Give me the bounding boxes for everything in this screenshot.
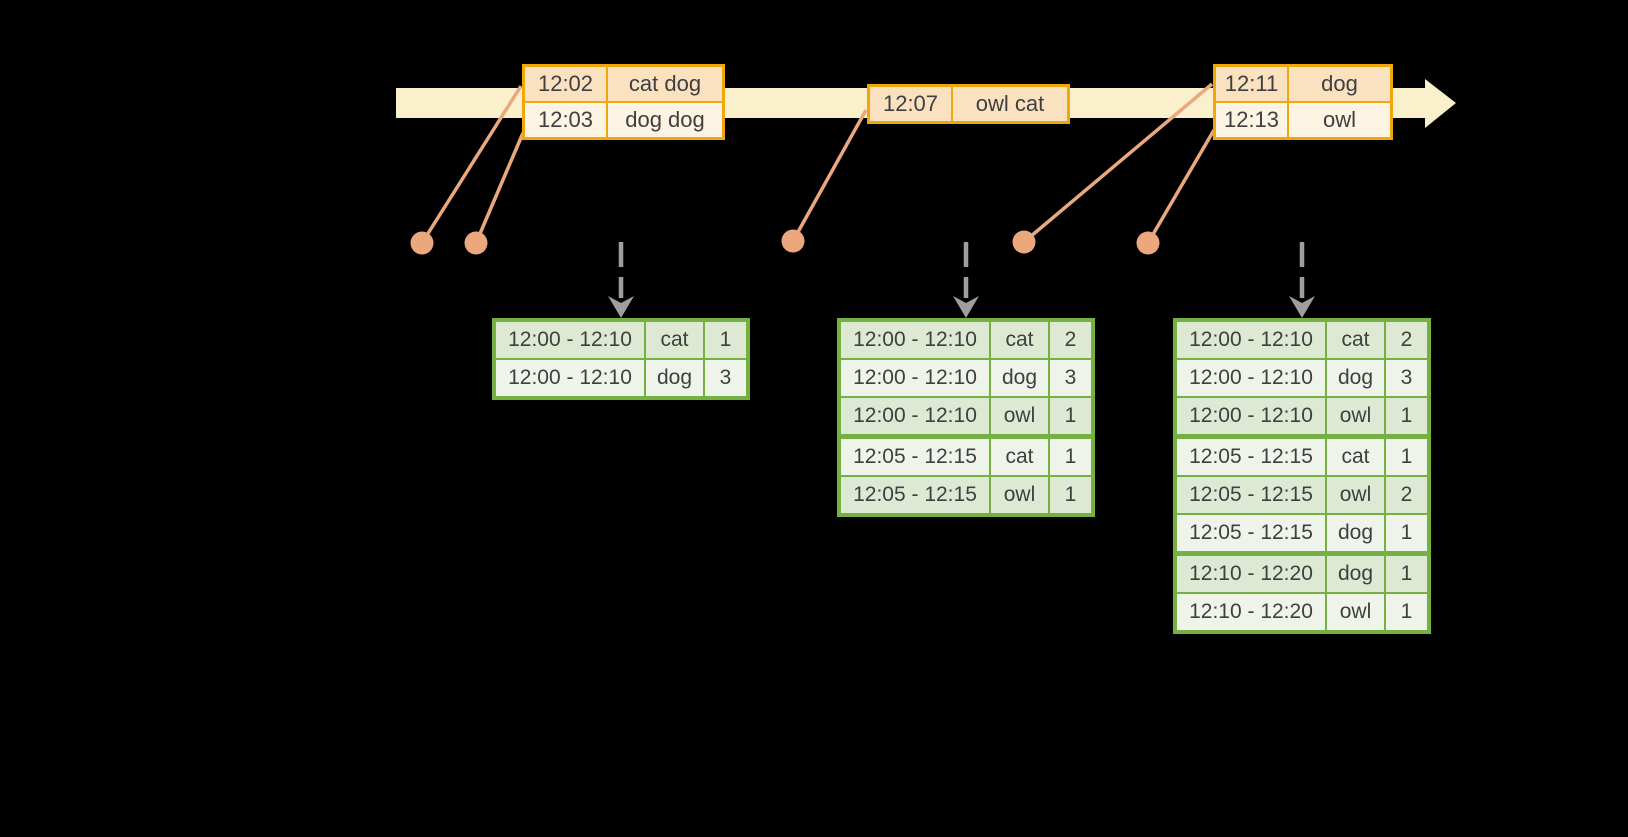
event-dot-icon [410, 231, 434, 255]
event-words-cell: dog [1287, 64, 1393, 103]
down-arrow-icon [953, 296, 979, 318]
count-cell: 1 [1384, 552, 1430, 594]
count-cell: 3 [703, 358, 749, 399]
window-cell: 12:05 - 12:15 [1174, 513, 1327, 556]
count-cell: 3 [1384, 358, 1430, 398]
event-words-cell: owl [1287, 101, 1393, 140]
count-cell: 1 [1048, 475, 1094, 516]
table-row: 12:05 - 12:15 cat 1 [838, 435, 1094, 477]
table-row: 12:00 - 12:10 cat 2 [838, 319, 1094, 360]
count-cell: 1 [1048, 435, 1094, 477]
result-table-1: 12:00 - 12:10 cat 1 12:00 - 12:10 dog 3 [492, 318, 750, 400]
count-cell: 1 [703, 319, 749, 360]
count-cell: 1 [1384, 592, 1430, 633]
count-cell: 2 [1384, 475, 1430, 515]
event-connector-line [791, 109, 868, 242]
window-cell: 12:00 - 12:10 [838, 358, 991, 398]
count-cell: 3 [1048, 358, 1094, 398]
event-time-cell: 12:13 [1213, 101, 1289, 140]
down-arrow-icon [1289, 296, 1315, 318]
timeline-arrow-head-icon [1425, 79, 1456, 128]
count-cell: 1 [1048, 396, 1094, 439]
table-row: 12:00 - 12:10 dog 3 [1174, 358, 1430, 398]
table-row: 12:02 cat dog [522, 64, 725, 103]
table-row: 12:05 - 12:15 cat 1 [1174, 435, 1430, 477]
window-cell: 12:05 - 12:15 [838, 475, 991, 516]
word-cell: owl [1325, 396, 1386, 439]
count-cell: 2 [1048, 319, 1094, 360]
table-row: 12:00 - 12:10 cat 2 [1174, 319, 1430, 360]
table-row: 12:07 owl cat [867, 84, 1070, 124]
event-dot-icon [781, 229, 805, 253]
event-time-cell: 12:07 [867, 84, 953, 124]
table-row: 12:10 - 12:20 dog 1 [1174, 552, 1430, 594]
down-arrow-icon [608, 296, 634, 318]
word-cell: dog [1325, 513, 1386, 556]
table-row: 12:05 - 12:15 owl 2 [1174, 475, 1430, 515]
word-cell: dog [1325, 358, 1386, 398]
event-connector-line [474, 132, 525, 244]
window-cell: 12:10 - 12:20 [1174, 592, 1327, 633]
table-row: 12:00 - 12:10 owl 1 [838, 396, 1094, 439]
event-table-1: 12:02 cat dog 12:03 dog dog [522, 64, 725, 140]
table-row: 12:13 owl [1213, 101, 1393, 140]
window-cell: 12:00 - 12:10 [1174, 358, 1327, 398]
event-words-cell: owl cat [951, 84, 1070, 124]
count-cell: 2 [1384, 319, 1430, 360]
result-table-2: 12:00 - 12:10 cat 2 12:00 - 12:10 dog 3 … [837, 318, 1095, 517]
table-row: 12:00 - 12:10 dog 3 [493, 358, 749, 399]
word-cell: cat [1325, 435, 1386, 477]
event-words-cell: dog dog [606, 101, 725, 140]
word-cell: owl [1325, 475, 1386, 515]
word-cell: dog [644, 358, 705, 399]
table-row: 12:03 dog dog [522, 101, 725, 140]
event-time-cell: 12:11 [1213, 64, 1289, 103]
window-cell: 12:00 - 12:10 [838, 319, 991, 360]
event-time-cell: 12:03 [522, 101, 608, 140]
event-connector-line [1022, 82, 1214, 244]
word-cell: cat [989, 319, 1050, 360]
table-row: 12:10 - 12:20 owl 1 [1174, 592, 1430, 633]
table-row: 12:00 - 12:10 dog 3 [838, 358, 1094, 398]
event-time-cell: 12:02 [522, 64, 608, 103]
word-cell: cat [1325, 319, 1386, 360]
table-row: 12:05 - 12:15 owl 1 [838, 475, 1094, 516]
window-cell: 12:05 - 12:15 [1174, 435, 1327, 477]
count-cell: 1 [1384, 513, 1430, 556]
window-cell: 12:05 - 12:15 [1174, 475, 1327, 515]
word-cell: owl [1325, 592, 1386, 633]
window-cell: 12:10 - 12:20 [1174, 552, 1327, 594]
word-cell: owl [989, 396, 1050, 439]
word-cell: owl [989, 475, 1050, 516]
count-cell: 1 [1384, 396, 1430, 439]
window-cell: 12:00 - 12:10 [838, 396, 991, 439]
event-table-3: 12:11 dog 12:13 owl [1213, 64, 1393, 140]
result-table-3: 12:00 - 12:10 cat 2 12:00 - 12:10 dog 3 … [1173, 318, 1431, 634]
event-words-cell: cat dog [606, 64, 725, 103]
event-dot-icon [1136, 231, 1160, 255]
event-dot-icon [1012, 230, 1036, 254]
window-cell: 12:00 - 12:10 [493, 358, 646, 399]
table-row: 12:05 - 12:15 dog 1 [1174, 513, 1430, 556]
window-cell: 12:00 - 12:10 [1174, 319, 1327, 360]
table-row: 12:00 - 12:10 owl 1 [1174, 396, 1430, 439]
event-table-2: 12:07 owl cat [867, 84, 1070, 124]
word-cell: dog [989, 358, 1050, 398]
event-connector-line [420, 85, 523, 244]
word-cell: dog [1325, 552, 1386, 594]
window-cell: 12:05 - 12:15 [838, 435, 991, 477]
event-dot-icon [464, 231, 488, 255]
table-row: 12:00 - 12:10 cat 1 [493, 319, 749, 360]
window-cell: 12:00 - 12:10 [493, 319, 646, 360]
word-cell: cat [644, 319, 705, 360]
window-cell: 12:00 - 12:10 [1174, 396, 1327, 439]
word-cell: cat [989, 435, 1050, 477]
table-row: 12:11 dog [1213, 64, 1393, 103]
count-cell: 1 [1384, 435, 1430, 477]
event-connector-line [1146, 129, 1216, 244]
